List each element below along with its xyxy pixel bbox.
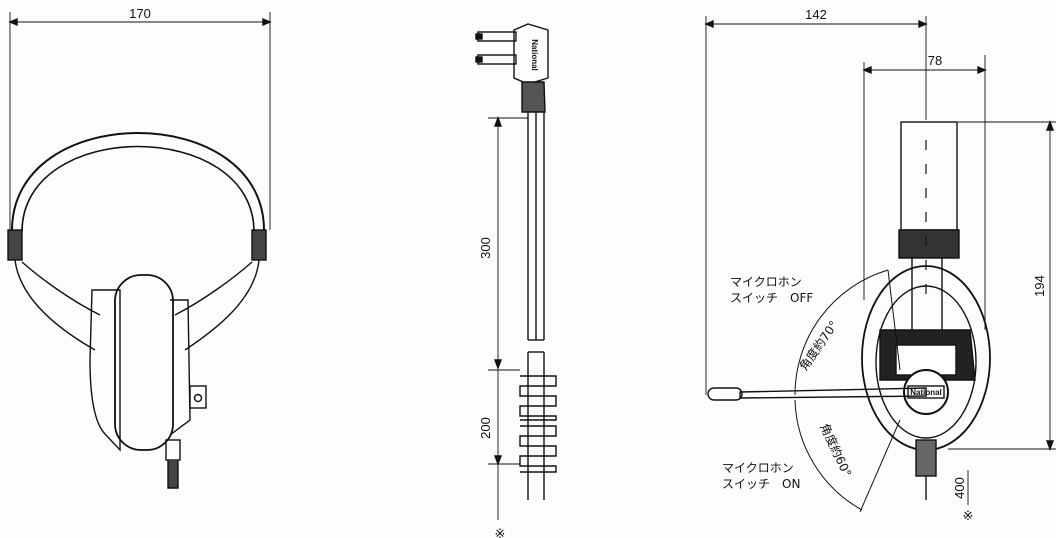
dim-400: 400 — [952, 477, 967, 499]
mic-on-label-1: マイクロホン — [722, 461, 794, 475]
dim-142: 142 — [805, 7, 827, 22]
dim-78: 78 — [928, 53, 942, 68]
front-view — [7, 12, 272, 489]
dim-170: 170 — [129, 6, 151, 21]
mic-off-label-1: マイクロホン — [730, 275, 802, 289]
mic-off-label-2: スイッチ OFF — [730, 291, 813, 305]
mic-on-label-2: スイッチ ON — [722, 477, 800, 491]
side-view — [704, 16, 1056, 513]
plug-cord-view — [475, 23, 557, 520]
earcup-brand-logo: National — [910, 388, 942, 397]
plug-brand-logo: National — [530, 39, 539, 71]
asterisk-side: ※ — [963, 508, 974, 523]
dim-194: 194 — [1032, 275, 1047, 297]
dim-300: 300 — [478, 237, 493, 259]
angle-60-label: 角度約60° — [817, 421, 855, 479]
asterisk-cord: ※ — [495, 526, 506, 538]
angle-70-label: 角度約70° — [796, 318, 841, 374]
dim-200: 200 — [478, 417, 493, 439]
